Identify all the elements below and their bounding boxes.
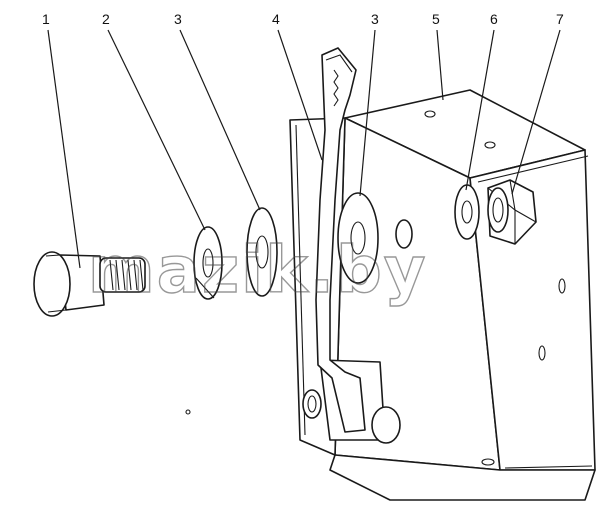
callout-3-left: 3: [174, 11, 182, 27]
washer-6: [454, 184, 480, 240]
callout-7: 7: [556, 11, 564, 27]
watermark: mazik.by: [88, 234, 427, 308]
spring-washer: [193, 226, 223, 300]
bracket-boss: [395, 219, 413, 249]
nut: [487, 179, 537, 245]
callout-4: 4: [272, 11, 280, 27]
callout-3-right: 3: [371, 11, 379, 27]
callout-1: 1: [42, 11, 50, 27]
callout-6: 6: [490, 11, 498, 27]
washer-right: [337, 192, 379, 284]
callout-labels: 1 2 3 4 3 5 6 7: [42, 11, 564, 27]
callout-5: 5: [432, 11, 440, 27]
washer-left: [246, 207, 278, 297]
callout-2: 2: [102, 11, 110, 27]
leader-lines: [47, 29, 561, 269]
bolt: [33, 251, 146, 317]
lever: [315, 47, 366, 433]
